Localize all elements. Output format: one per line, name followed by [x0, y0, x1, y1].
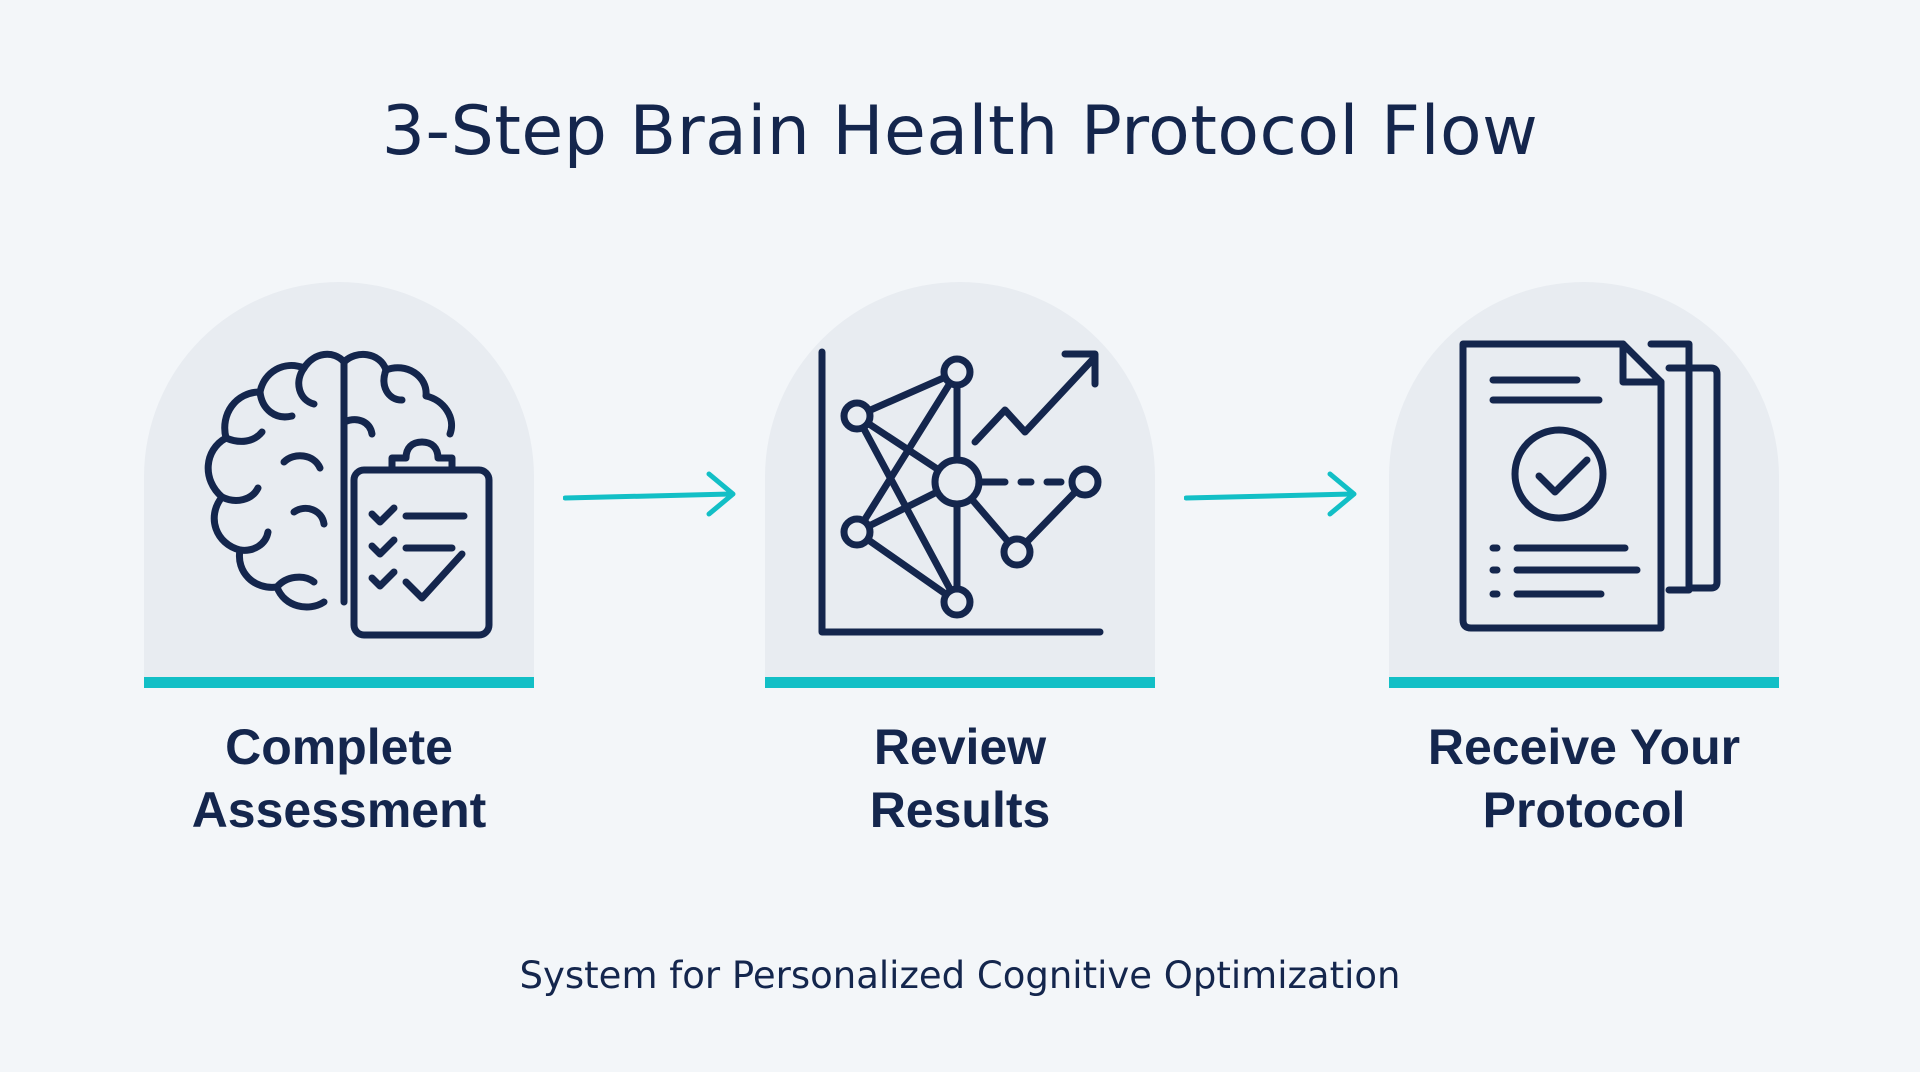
step-complete-assessment: Complete Assessment [144, 282, 534, 842]
step-accent-bar [144, 677, 534, 688]
step-label: Complete Assessment [191, 719, 487, 838]
flow-arrow-icon [563, 471, 736, 517]
step-label: Receive Your Protocol [1427, 719, 1741, 838]
step-accent-bar [765, 677, 1155, 688]
protocol-document-icon [1459, 340, 1721, 632]
step-icon-arch [1389, 282, 1779, 677]
page-title: 3-Step Brain Health Protocol Flow [381, 92, 1539, 171]
step-accent-bar [1389, 677, 1779, 688]
flow-arrow-icon [1184, 471, 1357, 517]
brain-clipboard-icon [204, 350, 493, 639]
step-receive-protocol: Receive Your Protocol [1389, 282, 1779, 842]
step-review-results: Review Results [765, 282, 1155, 842]
step-icon-arch [144, 282, 534, 677]
step-label: Review Results [869, 719, 1051, 838]
footer-subtitle: System for Personalized Cognitive Optimi… [519, 954, 1401, 997]
network-graph-icon [818, 348, 1104, 636]
step-icon-arch [765, 282, 1155, 677]
